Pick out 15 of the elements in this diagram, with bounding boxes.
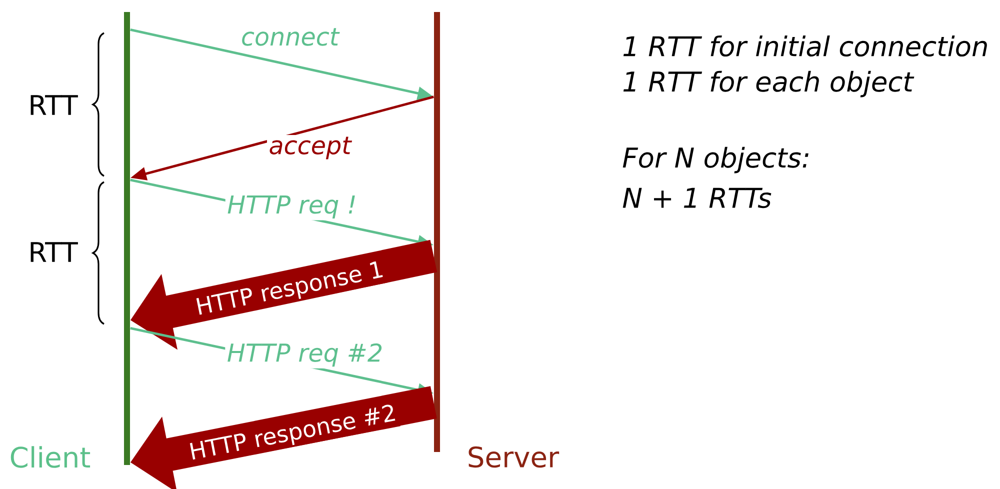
node-label: Server	[468, 446, 560, 468]
edge-label: accept	[266, 135, 354, 161]
edge-label: connect	[239, 26, 341, 48]
brace-label: RTT	[30, 95, 78, 115]
edge-label: HTTP response #2	[186, 401, 400, 467]
edge-label: HTTP response 1	[192, 258, 388, 322]
note-text: 1 RTT for initial connection	[623, 35, 987, 57]
note-text: N + 1 RTTs	[622, 188, 772, 208]
node-label: Client	[10, 446, 90, 468]
edge-label: HTTP req #2	[225, 342, 385, 368]
note-text: 1 RTT for each object	[623, 70, 914, 98]
server-lifeline: Server	[434, 12, 560, 468]
edge-label: HTTP req !	[225, 194, 359, 220]
brace-label: RTT	[30, 242, 78, 262]
note-text: For N objects:	[622, 146, 808, 174]
